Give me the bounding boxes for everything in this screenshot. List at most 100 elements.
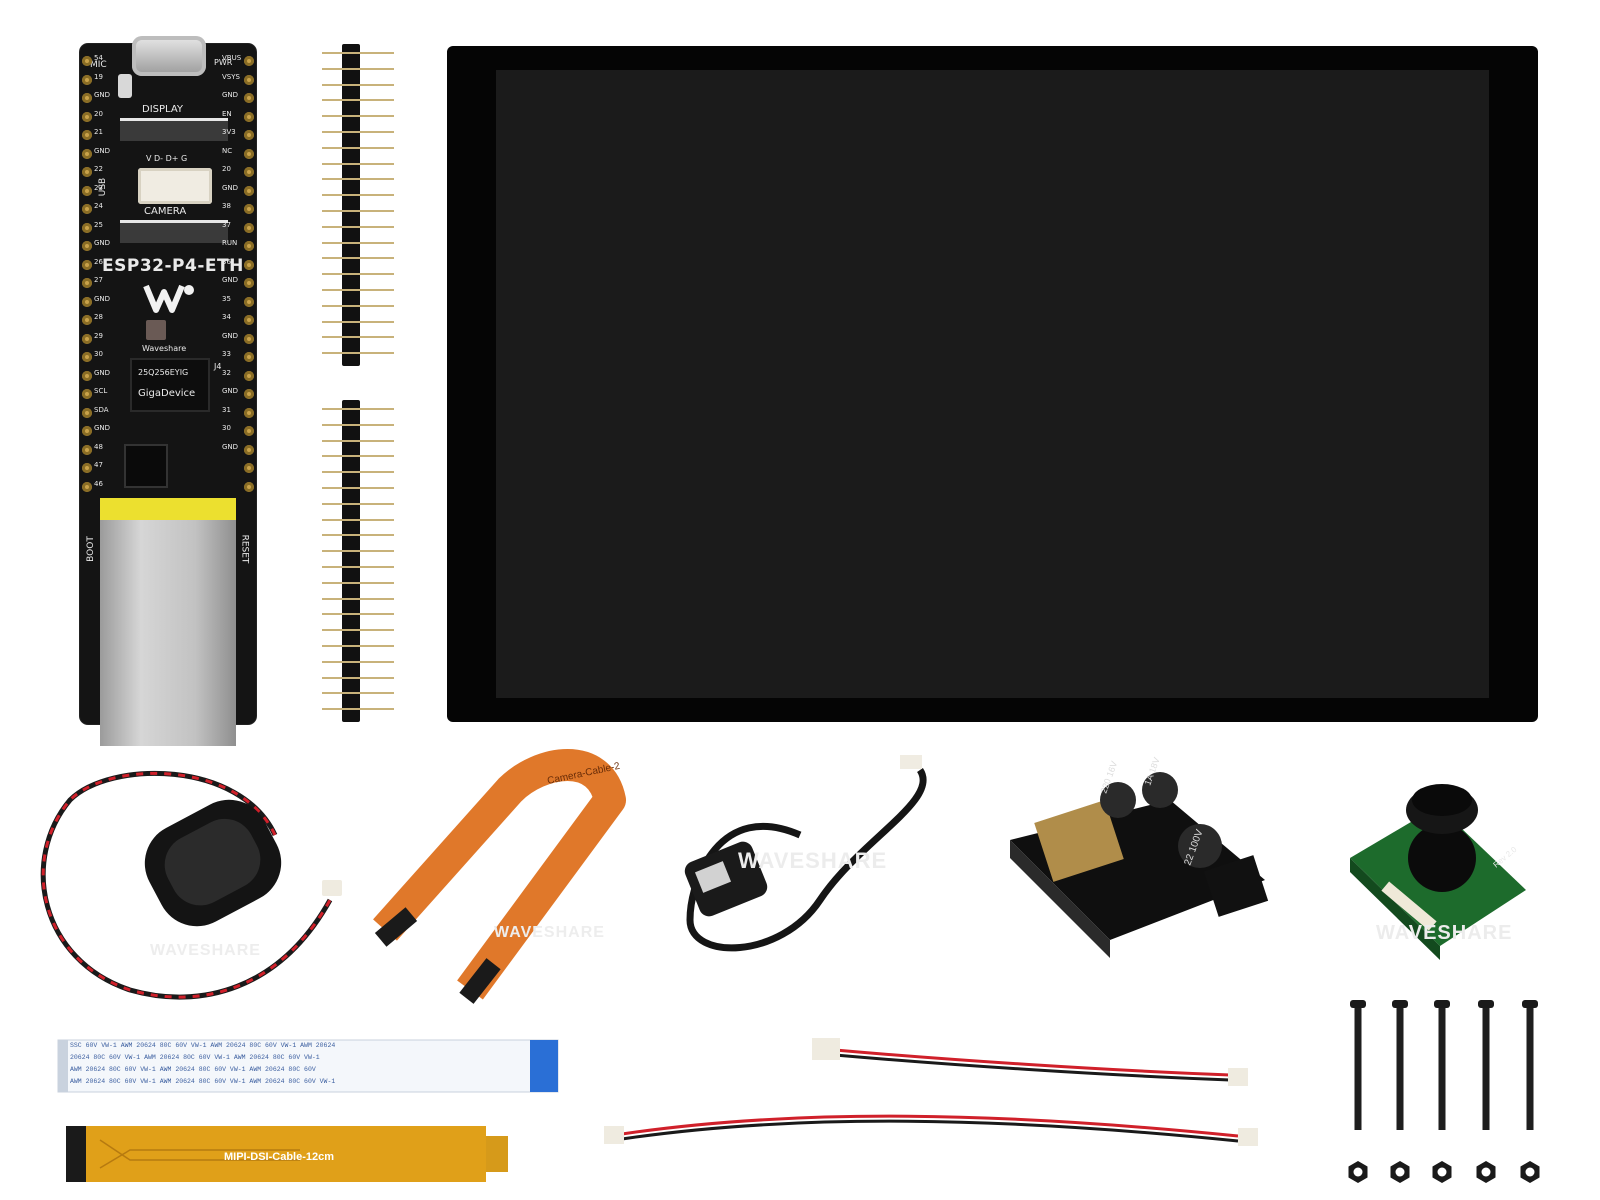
flash-chip-part: 25Q256EYIG (138, 368, 189, 377)
mipi-dsi-cable (66, 1126, 508, 1182)
pin-label-right: GND (222, 331, 239, 340)
pin-header-bottom (322, 400, 394, 722)
white-fpc-print: SSC 60V VW-1 AWM 20624 80C 60V VW-1 AWM … (70, 1040, 530, 1092)
header-pin (322, 692, 394, 695)
castellated-pad (244, 148, 254, 159)
header-pin (322, 289, 394, 291)
pin-label-left: 48 (94, 442, 103, 451)
poe-module (1010, 772, 1269, 958)
header-pin (322, 408, 394, 410)
pin-label-right: VBUS (222, 54, 242, 62)
watermark-fpc: WAVESHARE (494, 924, 605, 941)
header-pin (322, 708, 394, 711)
header-pin (322, 131, 394, 133)
camera-rev-label: Rev 2.0 (1492, 845, 1519, 870)
castellated-pad (244, 463, 254, 473)
waveshare-brand-label: Waveshare (142, 344, 187, 353)
header-pin (322, 99, 394, 102)
pin-label-right: 33 (222, 350, 231, 358)
pin-label-left: GND (94, 91, 111, 99)
header-pin (322, 455, 394, 458)
castellated-pad (244, 370, 254, 381)
castellated-pad (244, 204, 254, 214)
castellated-pad (82, 93, 92, 103)
pin-header-bottom-strip (342, 400, 360, 722)
pin-label-right: GND (222, 442, 239, 451)
castellated-pad (82, 389, 92, 399)
mipi-dsi-cable-label: MIPI-DSI-Cable-12cm (224, 1151, 334, 1163)
castellated-pad (82, 259, 92, 270)
fpc-print-row-4: AWM 20624 80C 60V VW-1 AWM 20624 80C 60V… (70, 1078, 336, 1085)
header-pin (322, 178, 394, 181)
castellated-pad (82, 167, 92, 177)
jst-cable-long (604, 1114, 1258, 1146)
pin-label-right: 36 (222, 257, 231, 266)
castellated-pad (244, 278, 254, 288)
header-pin (322, 613, 394, 616)
camera-fpc-connector (120, 220, 228, 243)
header-pin (322, 162, 394, 165)
castellated-pad (244, 407, 254, 418)
nut-hole (1525, 1167, 1535, 1177)
pin-label-left: 23 (94, 183, 103, 192)
header-pin (322, 320, 394, 323)
fpc-print-row-1: SSC 60V VW-1 AWM 20624 80C 60V VW-1 AWM … (70, 1042, 336, 1049)
watermark-camera: WAVESHARE (1376, 922, 1513, 944)
flash-chip: 25Q256EYIG GigaDevice (130, 358, 210, 412)
pin-label-left: 19 (94, 72, 103, 81)
header-pin (322, 194, 394, 197)
header-pin (322, 146, 394, 149)
header-pin (322, 336, 394, 339)
header-pin (322, 52, 394, 54)
nut-hole (1437, 1167, 1447, 1177)
header-pin (322, 241, 394, 244)
jst-cable-short (812, 1038, 1248, 1086)
pin-label-right: 32 (222, 368, 231, 377)
header-pin (322, 83, 394, 86)
header-pin (322, 645, 394, 647)
usb-c-port (132, 36, 206, 76)
header-pin (322, 471, 394, 474)
castellated-pad (82, 56, 92, 66)
castellated-pad (244, 389, 254, 399)
nut-hole (1481, 1167, 1491, 1177)
pin-label-left: SDA (94, 405, 109, 414)
watermark-speaker: WAVESHARE (150, 942, 261, 959)
header-pin (322, 597, 394, 600)
board-model-label: ESP32-P4-ETH (102, 256, 244, 276)
pin-label-left: 22 (94, 165, 103, 173)
pin-label-left: 29 (94, 331, 103, 340)
pin-label-left: 30 (94, 350, 103, 358)
castellated-pad (244, 444, 254, 455)
header-pin (322, 518, 394, 521)
speaker (144, 799, 342, 927)
screw-shaft (1526, 1008, 1534, 1130)
watermark-usb: WAVESHARE (738, 848, 888, 873)
pin-label-left: 26 (94, 257, 103, 266)
pin-label-right: 30 (222, 424, 231, 432)
camera-module (1350, 784, 1526, 960)
header-pin (322, 581, 394, 584)
castellated-pad (244, 481, 254, 492)
ethernet-phy-chip (124, 444, 168, 488)
usb-otg-cable (684, 755, 927, 952)
pin-label-left: 47 (94, 461, 103, 469)
screws (1348, 1000, 1540, 1183)
pin-label-left: GND (94, 424, 111, 432)
header-pin (322, 439, 394, 442)
pin-label-right: 35 (222, 294, 231, 303)
usb-jst-connector (138, 168, 212, 204)
pin-label-left: 54 (94, 54, 103, 62)
screw-head (1434, 1000, 1450, 1008)
pin-label-right: 38 (222, 202, 231, 210)
pin-label-left: 27 (94, 276, 103, 284)
white-fpc-ribbon (57, 1039, 559, 1093)
castellated-pad (82, 111, 92, 122)
pwr-label: PWR (214, 58, 233, 67)
header-pin (322, 225, 394, 228)
mic-label: MIC (90, 60, 107, 70)
pin-label-right: GND (222, 387, 239, 395)
display-connector-label: DISPLAY (142, 104, 184, 115)
castellated-pad (82, 426, 92, 436)
rj45-ethernet-jack (100, 498, 236, 746)
